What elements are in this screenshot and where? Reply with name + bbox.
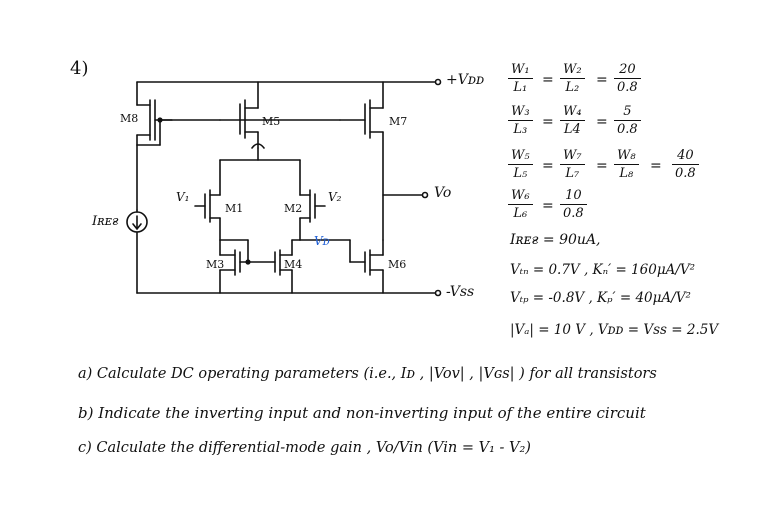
label-m8: M8 [120,112,139,125]
v2-label: V₂ [328,190,342,204]
vd-label: Vᴅ [314,234,330,248]
v1-label: V₁ [176,190,190,204]
eq-3c: = [650,158,662,174]
iref-value: Iʀᴇғ = 90uA, [510,232,601,248]
eq-4a: = [542,198,554,214]
iref-label: Iʀᴇғ [92,214,119,229]
circuit-diagram [126,78,442,297]
label-m3: M3 [206,258,225,271]
label-m2: M2 [284,202,303,215]
vo-label: Vo [434,185,452,201]
eq-2b: = [596,114,608,130]
label-m1: M1 [225,202,244,215]
eq-2a: = [542,114,554,130]
eq-3a: = [542,158,554,174]
vdd-label: +Vᴅᴅ [446,72,485,88]
vtp-kp-params: Vₜₚ = -0.8V , Kₚ′ = 40μA/V² [510,290,691,306]
question-b: b) Indicate the inverting input and non-… [78,404,646,422]
label-m6: M6 [388,258,407,271]
question-a: a) Calculate DC operating parameters (i.… [78,366,657,382]
eq-1a: = [542,72,554,88]
question-c: c) Calculate the differential-mode gain … [78,440,531,456]
label-m7: M7 [389,115,408,128]
vss-label: -Vss [446,284,475,300]
va-vdd-params: |Vₐ| = 10 V , Vᴅᴅ = Vss = 2.5V [510,322,719,338]
eq-3b: = [596,158,608,174]
problem-number: 4) [70,58,89,79]
vtn-kn-params: Vₜₙ = 0.7V , Kₙ′ = 160μA/V² [510,262,696,278]
label-m4: M4 [284,258,303,271]
label-m5: M5 [262,115,281,128]
eq-1b: = [596,72,608,88]
